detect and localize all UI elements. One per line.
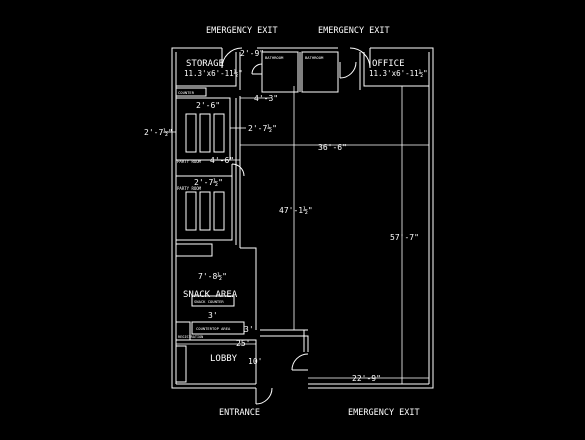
storage-wall	[176, 52, 237, 87]
door-entrance	[255, 387, 273, 405]
snack-area-label: SNACK AREA	[183, 290, 238, 300]
labels: EMERGENCY EXIT EMERGENCY EXIT ENTRANCE E…	[144, 26, 428, 418]
exit-top-right-label: EMERGENCY EXIT	[318, 26, 390, 36]
dim-4-3: 4'-3"	[254, 94, 278, 103]
dimension-lines	[166, 86, 429, 384]
dim-2-7-mid: 2'-7½"	[248, 123, 277, 133]
dim-7-8: 7'-8½"	[198, 271, 227, 281]
countertop-area	[191, 321, 245, 335]
dim-10: 10'	[248, 357, 262, 366]
office-name: OFFICE	[372, 59, 405, 69]
outer-wall-left	[171, 47, 256, 389]
storage-size: 11.3'x6'-11½"	[184, 69, 243, 78]
table-1	[185, 113, 197, 153]
entrance-label: ENTRANCE	[219, 408, 260, 418]
dim-3: 3'	[208, 311, 218, 320]
door-bathroom	[251, 63, 263, 75]
storage-name: STORAGE	[186, 59, 224, 69]
dim-2-6: 2'-6"	[196, 101, 220, 110]
table-3	[213, 113, 225, 153]
bathroom-2-label: BATHROOM	[305, 55, 324, 60]
door-party	[231, 163, 245, 177]
snack-counter-label: SNACK COUNTER	[194, 299, 224, 304]
lobby-desk	[175, 345, 187, 383]
dim-2-7-left: 2'-7½"	[144, 127, 173, 137]
bathroom-1-label: BATHROOM	[265, 55, 284, 60]
dim-2-9: 2'-9"	[240, 49, 264, 58]
office-wall	[363, 52, 429, 87]
bathroom-2-wall	[301, 51, 339, 93]
exit-top-left-label: EMERGENCY EXIT	[206, 26, 278, 36]
walls	[171, 47, 434, 389]
dim-57-7: 57'-7"	[390, 233, 419, 242]
snack-counter	[191, 295, 235, 307]
counter-top	[175, 87, 207, 97]
table-6	[213, 191, 225, 231]
door-top-left	[221, 47, 243, 69]
dim-22-9: 22'-9"	[352, 374, 381, 383]
dim-2-7-low: 2'-7½"	[194, 177, 223, 187]
lobby-wall-top	[176, 339, 257, 384]
dim-47-1: 47'-1½"	[279, 205, 313, 215]
exit-bottom-right-label: EMERGENCY EXIT	[348, 408, 420, 418]
doors	[221, 47, 371, 405]
bathroom-1-wall	[261, 51, 299, 93]
counter-lower	[175, 243, 213, 257]
party-column-wall-2	[176, 175, 233, 241]
table-5	[199, 191, 211, 231]
registration-label: REGISTRATION	[178, 335, 203, 339]
dim-3-lower: 3'	[244, 325, 254, 334]
counter-label: COUNTER	[178, 90, 195, 95]
door-office	[339, 61, 357, 79]
office-size: 11.3'x6'-11½"	[369, 69, 428, 78]
corridor-wall	[240, 247, 257, 330]
dim-25: 25'	[236, 339, 250, 348]
lobby-label: LOBBY	[210, 354, 238, 364]
dim-4-6: 4'-6"	[210, 156, 234, 165]
party-column-wall	[176, 97, 231, 161]
table-4	[185, 191, 197, 231]
door-entrance-2	[291, 353, 309, 371]
lobby-wall-right	[260, 335, 309, 352]
door-top-right	[349, 47, 371, 69]
outer-wall-right	[308, 47, 434, 389]
countertop-area-label: COUNTERTOP AREA	[196, 326, 231, 331]
table-2	[199, 113, 211, 153]
party-room-1-label: PARTY ROOM	[177, 159, 202, 164]
dim-36-6: 36'-6"	[318, 143, 347, 152]
party-room-2-label: PARTY ROOM	[177, 186, 202, 191]
